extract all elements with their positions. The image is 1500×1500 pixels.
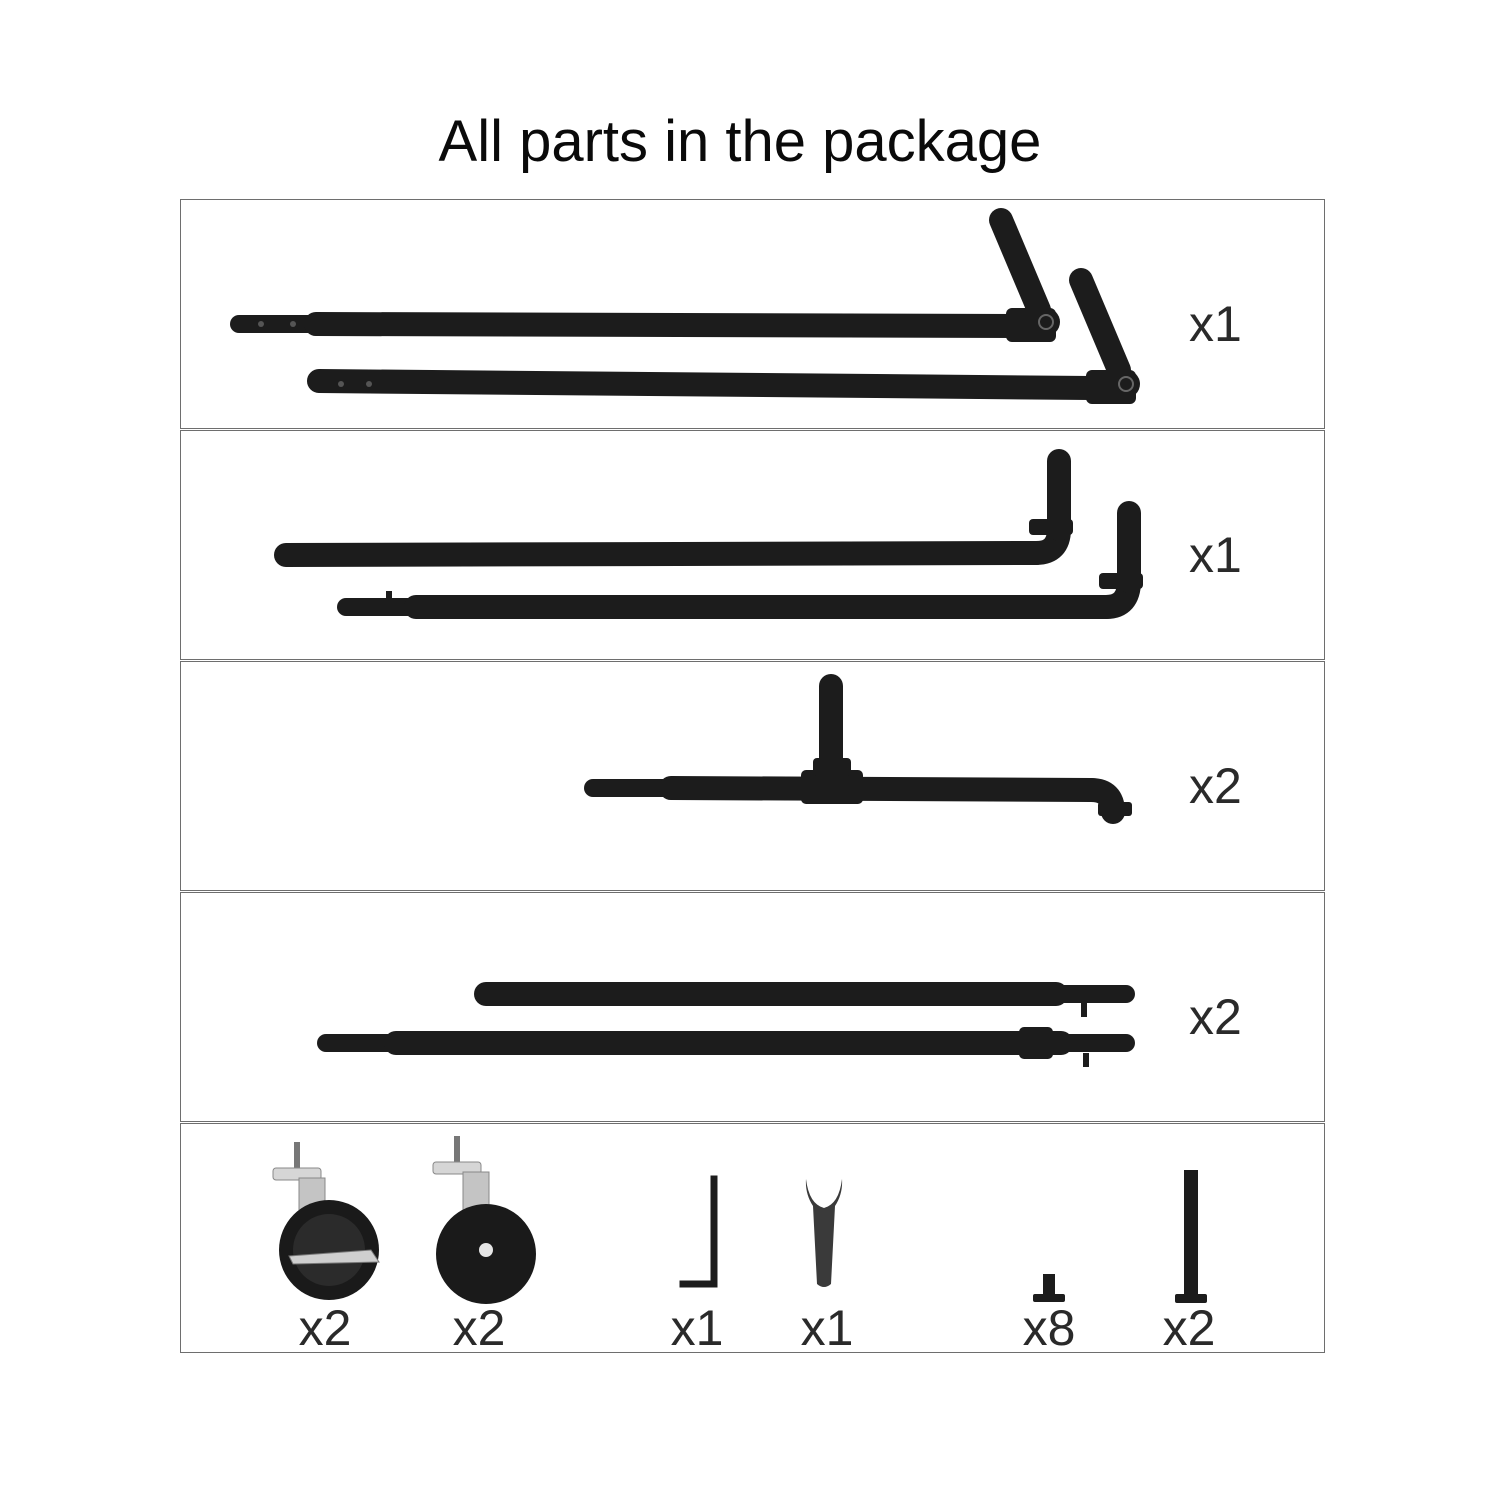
caster-with-brake-icon: [272, 1142, 380, 1300]
elbow-pipe-illustration: [274, 449, 1143, 619]
hardware-illustration: [272, 1136, 1207, 1304]
tee-pipe-illustration: [584, 674, 1132, 824]
wrench-icon: [805, 1179, 843, 1287]
parts-row-5: x2 x2 x1 x1 x8 x2: [180, 1123, 1325, 1356]
allen-key-quantity: x1: [670, 1300, 724, 1356]
row-1-quantity: x1: [1189, 296, 1242, 352]
parts-row-1: x1: [180, 199, 1325, 429]
row-3-quantity: x2: [1189, 758, 1242, 814]
parts-row-3: x2: [180, 661, 1325, 891]
row-2-quantity: x1: [1189, 527, 1242, 583]
caster-brake-quantity: x2: [298, 1300, 352, 1356]
hinge-pipe-illustration: [230, 208, 1140, 404]
caster-icon: [432, 1136, 536, 1304]
parts-row-2: x1: [180, 430, 1325, 660]
caster-quantity: x2: [452, 1300, 506, 1356]
long-bolt-quantity: x2: [1162, 1300, 1216, 1356]
row-4-quantity: x2: [1189, 989, 1242, 1045]
allen-key-icon: [679, 1175, 718, 1288]
short-screw-quantity: x8: [1022, 1300, 1076, 1356]
page-title: All parts in the package: [438, 109, 1042, 174]
straight-pipe-illustration: [317, 982, 1135, 1067]
long-bolt-icon: [1175, 1170, 1207, 1303]
parts-row-4: x2: [180, 892, 1325, 1122]
wrench-quantity: x1: [800, 1300, 854, 1356]
short-screw-icon: [1033, 1274, 1065, 1302]
